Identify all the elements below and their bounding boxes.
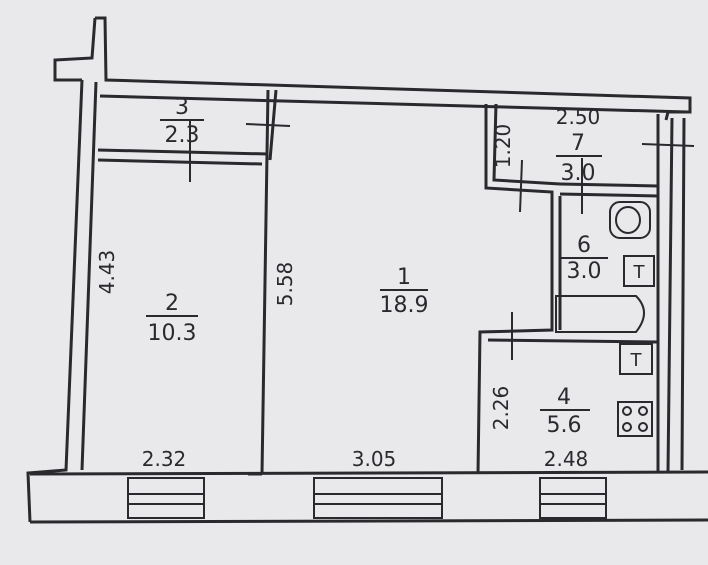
dimension-labels: 2.32 4.43 3.05 5.58 2.48 2.26 2.50 1.20: [95, 105, 600, 471]
room-2-number: 2: [165, 291, 179, 316]
room-4-area: 5.6: [547, 413, 582, 438]
dim-room1-length: 5.58: [273, 262, 297, 307]
radiator-marker-kitchen: T: [619, 343, 653, 375]
room-3-area: 2.3: [165, 123, 200, 148]
windows: [127, 477, 607, 519]
room-labels: 1 18.9 2 10.3 3 2.3 4 5.6 6 3.0 7 3.0: [146, 95, 608, 438]
stove-icon: [617, 401, 653, 437]
room-3-number: 3: [175, 95, 189, 120]
room-7-area: 3.0: [561, 161, 596, 186]
dim-room2-length: 4.43: [95, 250, 119, 295]
door-markers: [189, 120, 695, 360]
interior-walls: [97, 89, 660, 476]
room-2-area: 10.3: [148, 321, 197, 346]
radiator-label-kitchen: T: [630, 350, 643, 371]
room-4-number: 4: [557, 385, 571, 410]
window-room1: [313, 477, 443, 519]
dim-room7-length: 1.20: [491, 124, 515, 169]
outer-walls: [26, 16, 708, 524]
room-6-area: 3.0: [567, 259, 602, 284]
bathtub-icon: [555, 295, 645, 333]
room-6-number: 6: [577, 233, 591, 258]
radiator-label-bath: T: [633, 262, 646, 283]
window-room4: [539, 477, 607, 519]
dim-room1-width: 3.05: [352, 447, 397, 471]
dim-room4-length: 2.26: [489, 386, 513, 431]
room-7-number: 7: [571, 131, 585, 156]
dim-room4-width: 2.48: [544, 447, 589, 471]
dim-room2-width: 2.32: [142, 447, 187, 471]
sink-icon: [609, 201, 651, 239]
room-1-area: 18.9: [380, 293, 429, 318]
dim-room7-width: 2.50: [556, 105, 601, 129]
window-room2: [127, 477, 205, 519]
radiator-marker-bath: T: [623, 255, 655, 287]
fixtures: T T: [555, 201, 655, 437]
room-1-number: 1: [397, 265, 411, 290]
